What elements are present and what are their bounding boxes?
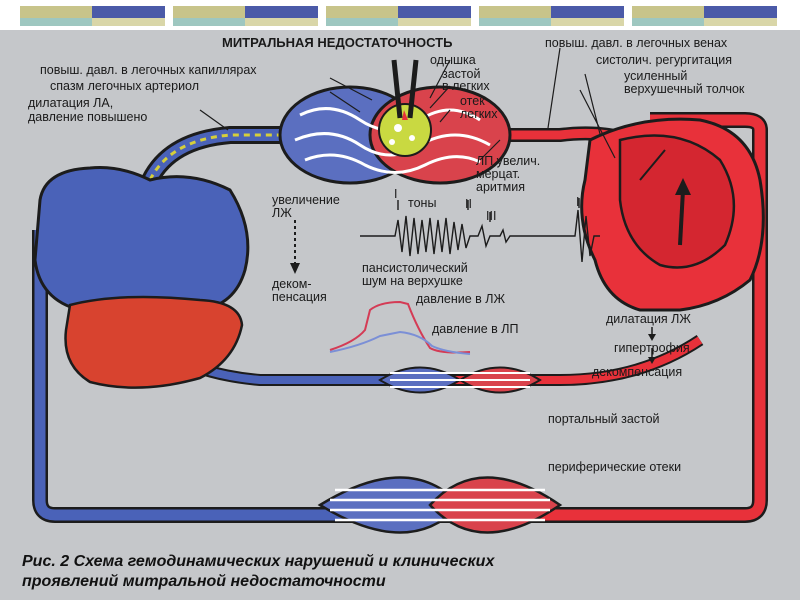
label-la-enlarged: ЛП увелич. [476,154,540,168]
decor-tile [173,6,318,26]
label-decompensation: декомпенсация [592,365,682,379]
pressure-curves [329,300,471,355]
label-apex-beat-2: верхушечный толчок [624,82,745,96]
label-decompensation-left-1: деком- [272,277,312,291]
hemodynamics-diagram: МИТРАЛЬНАЯ НЕДОСТАТОЧНОСТЬ повыш. давл. … [28,35,768,534]
label-heart-tones: тоны [408,196,436,210]
label-tone-2: II [465,197,472,211]
phonocardiogram [360,198,600,263]
label-edema: отек [460,94,485,108]
label-pansystolic: пансистолический [362,261,468,275]
label-pa-pressure: давление повышено [28,110,147,124]
label-tone-1: I [394,187,397,201]
label-la-pressure: давление в ЛП [432,322,518,336]
lung-capillaries [278,59,512,185]
top-decor-bar [0,0,800,30]
label-congestion-lungs: в легких [442,79,490,93]
label-peripheral-edema: периферические отеки [548,460,681,474]
label-portal-congestion: портальный застой [548,412,660,426]
label-la-fibrillation: мерцат. [476,167,520,181]
label-lv-pressure: давление в ЛЖ [416,292,505,306]
label-lv-increase: увеличение [272,193,340,207]
diagram-title: МИТРАЛЬНАЯ НЕДОСТАТОЧНОСТЬ [222,35,452,50]
regurgitation-arrow [675,178,691,195]
label-la-arrhythmia: аритмия [476,180,525,194]
portal-capillary-bed [378,366,542,394]
liver [64,295,244,389]
decor-tile [479,6,624,26]
label-pa-dilation: дилатация ЛА, [28,96,113,110]
airway [391,59,419,119]
decor-tile [326,6,471,26]
label-dyspnea: одышка [430,53,476,67]
label-pulm-venous-pressure: повыш. давл. в легочных венах [545,36,728,50]
label-tone-4: I [576,195,579,209]
label-hypertrophy: гипертрофия [614,341,690,355]
caption-line-1: Рис. 2 Схема гемодинамических нарушений … [22,553,495,570]
label-edema-lungs: легких [460,107,498,121]
label-pulm-capillary-pressure: повыш. давл. в легочных капиллярах [40,63,257,77]
peripheral-capillary-bed [317,476,563,534]
label-apex-beat: усиленный [624,69,687,83]
label-murmur-apex: шум на верхушке [362,274,463,288]
label-systolic-regurgitation: систолич. регургитация [596,53,732,67]
decor-tile [632,6,777,26]
right-heart [33,166,250,312]
label-tone-3: III [486,209,496,223]
figure-caption: Рис. 2 Схема гемодинамических нарушений … [22,552,792,592]
lung-edema-focus [378,103,432,157]
label-lv: ЛЖ [272,206,292,220]
label-lv-dilation: дилатация ЛЖ [606,312,691,326]
label-congestion: застой [442,67,480,81]
decor-tile [20,6,165,26]
label-decompensation-left-2: пенсация [272,290,327,304]
caption-line-2: проявлений митральной недостаточности [22,573,386,590]
label-arteriole-spasm: спазм легочных артериол [50,79,199,93]
